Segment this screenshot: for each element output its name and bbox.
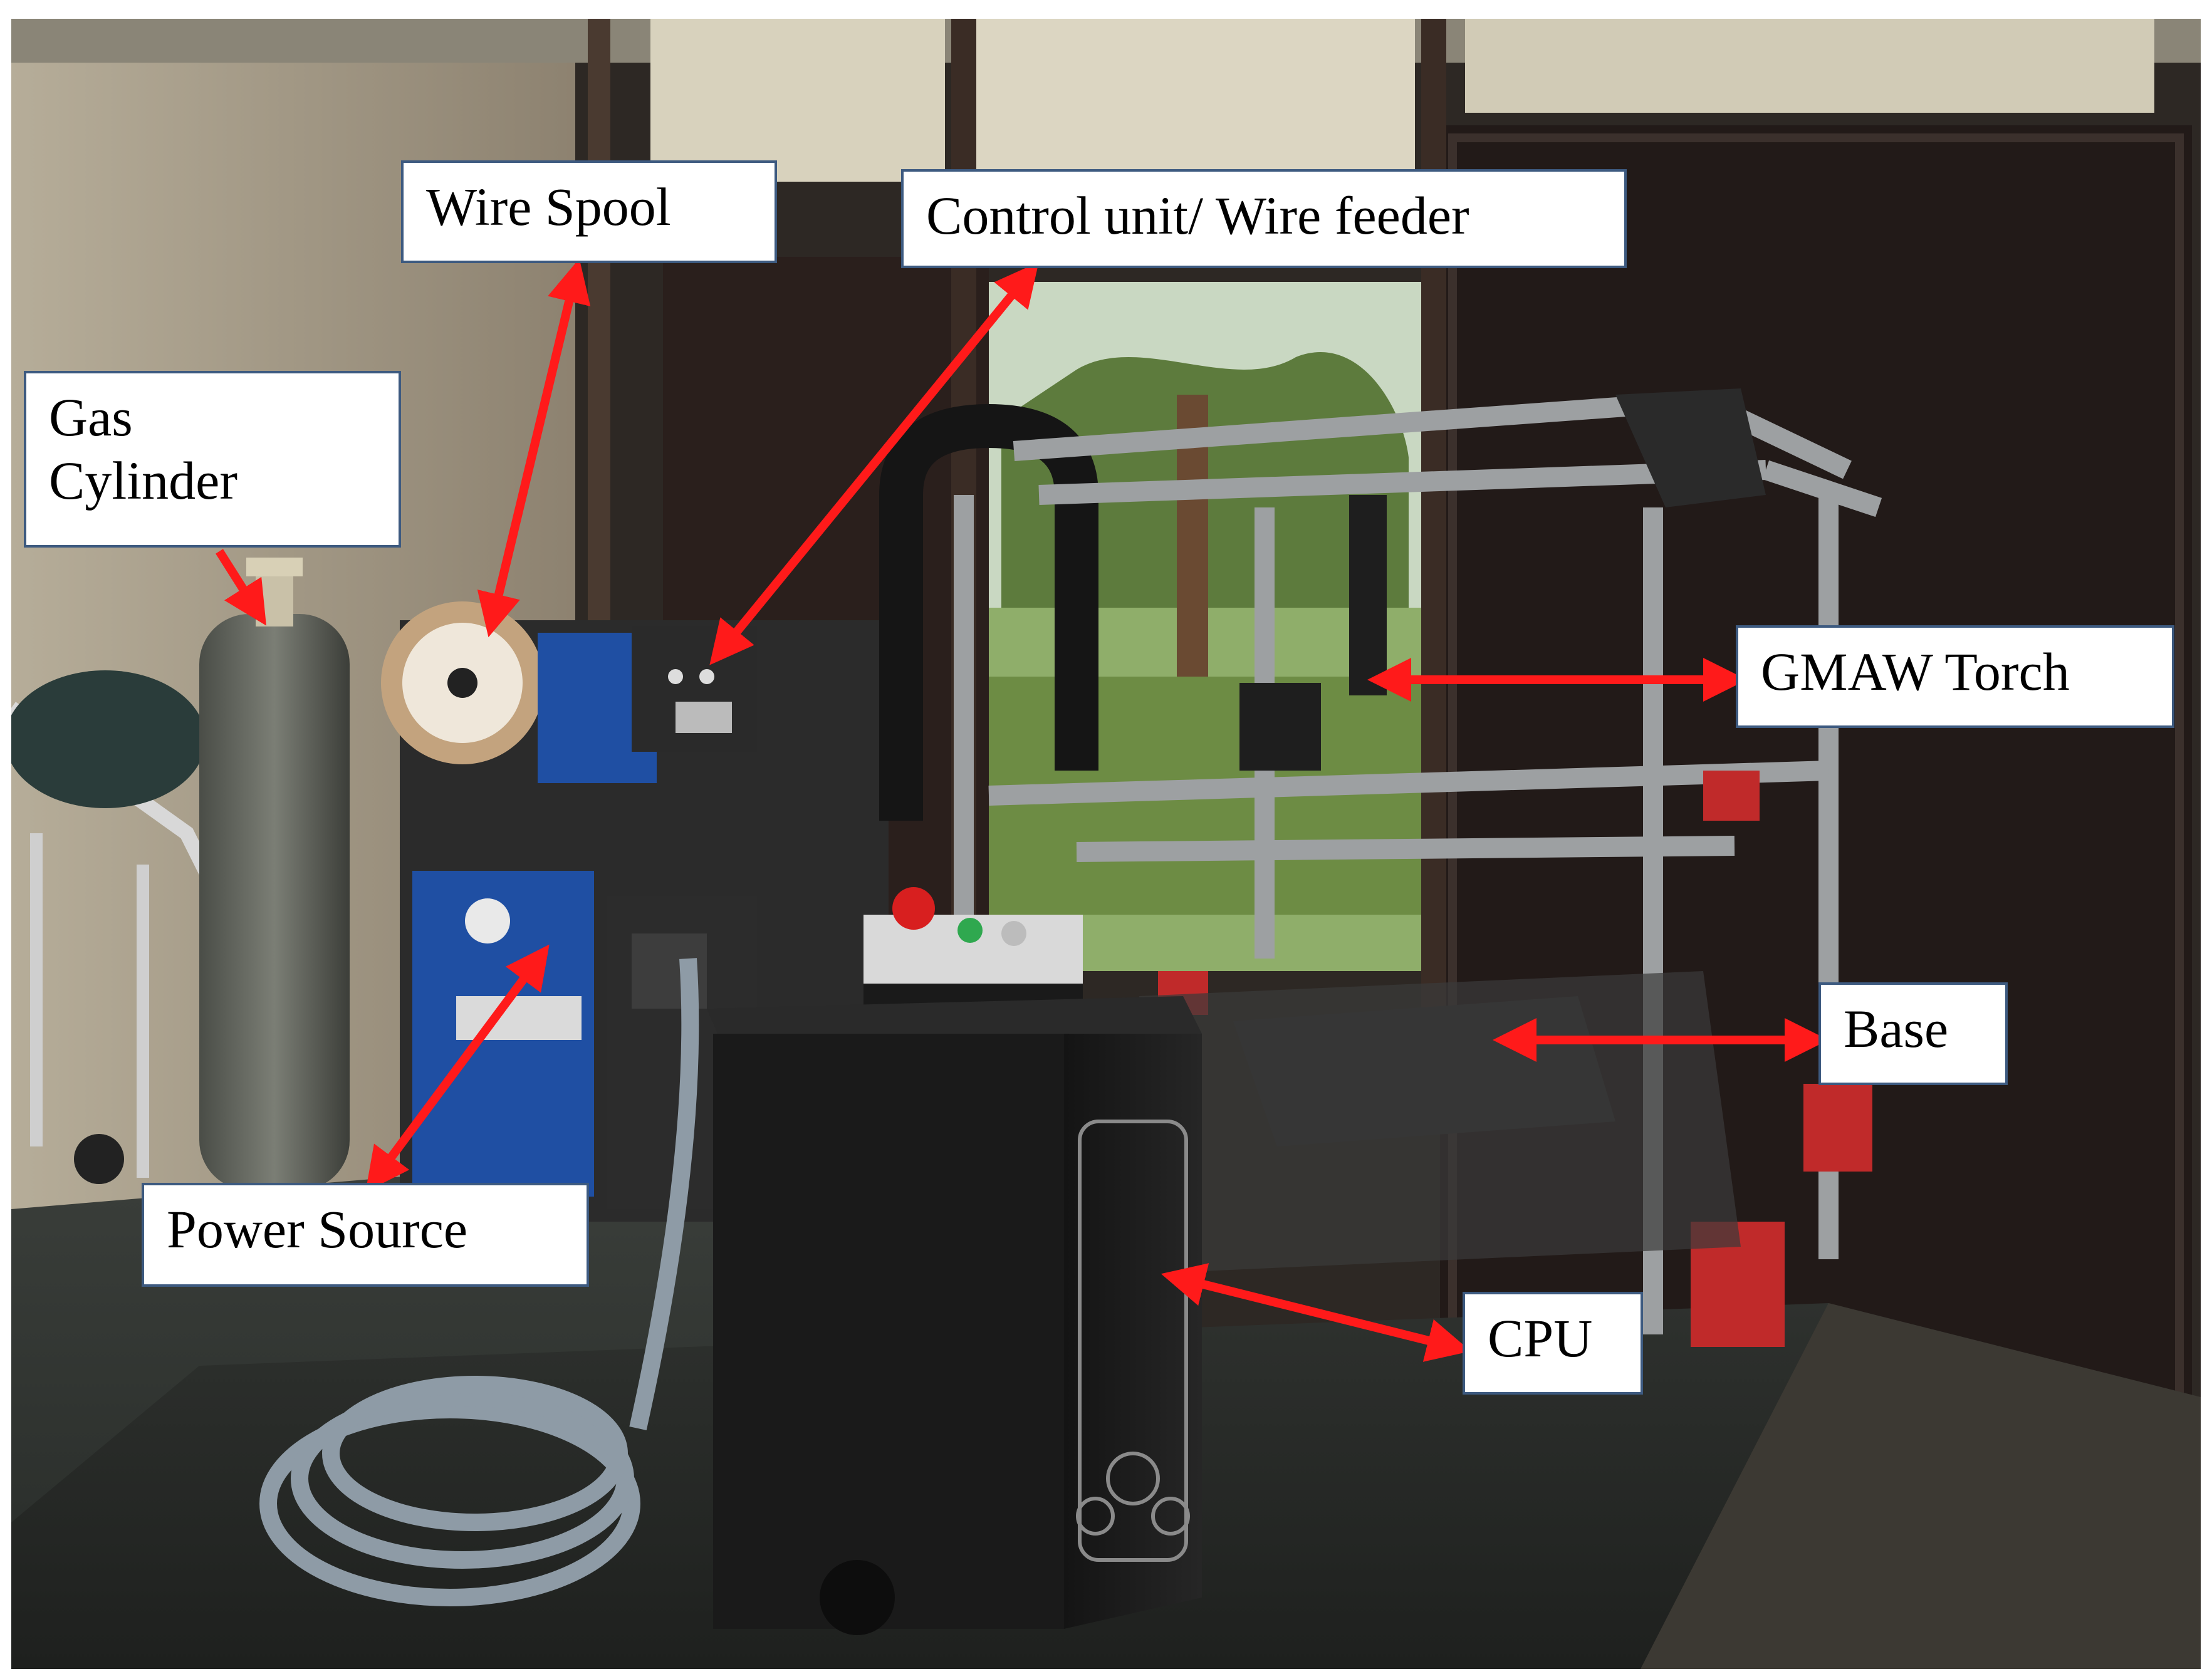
base-label: Base: [1818, 982, 2008, 1085]
gas-cylinder-label-line1: Gas: [49, 387, 133, 447]
wire-spool-label: Wire Spool: [401, 160, 777, 263]
control-unit-label-text: Control unit/ Wire feeder: [926, 185, 1469, 246]
power-source-label-text: Power Source: [167, 1199, 468, 1259]
wire-spool-label-text: Wire Spool: [426, 177, 671, 237]
control-unit-label: Control unit/ Wire feeder: [901, 169, 1627, 268]
gmaw-torch-label: GMAW Torch: [1736, 625, 2174, 728]
lab-setup-photo: [11, 19, 2201, 1669]
gmaw-torch-label-text: GMAW Torch: [1761, 642, 2070, 702]
gas-cylinder-label-line2: Cylinder: [49, 450, 237, 511]
photo-drawing: [11, 19, 2201, 1669]
cpu-label-text: CPU: [1488, 1308, 1593, 1368]
power-source-label: Power Source: [142, 1183, 589, 1287]
gas-cylinder-label: Gas Cylinder: [24, 371, 401, 548]
cpu-label: CPU: [1463, 1292, 1643, 1395]
base-label-text: Base: [1844, 999, 1949, 1059]
